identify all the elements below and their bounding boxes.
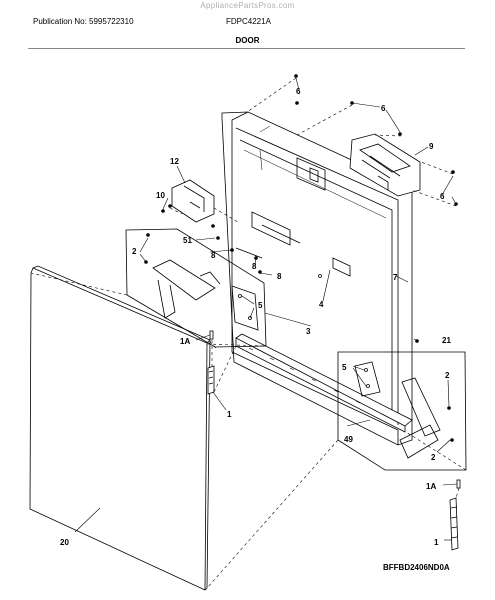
dashed-leader-lines [30,77,467,589]
callout-1a-upper: 1A [180,337,190,346]
handle-pin-lower [449,497,459,551]
callout-1a-lower: 1A [426,482,436,491]
callout-8-b: 8 [252,262,257,271]
callout-6-mid: 6 [381,104,386,113]
latch-assembly [171,179,215,223]
callout-3: 3 [306,327,311,336]
callout-1-lower: 1 [434,538,439,547]
pin-1a-lower [456,479,461,489]
callout-leaders [74,77,458,541]
callout-4: 4 [319,300,324,309]
callout-1-upper: 1 [227,410,232,419]
callout-8-a: 8 [211,251,216,260]
inner-door-panel [221,111,413,446]
callout-5-right: 5 [342,363,347,372]
callout-20: 20 [60,538,69,547]
callout-6-right: 6 [440,192,445,201]
callout-5-left: 5 [258,301,263,310]
callout-6-top: 6 [296,87,301,96]
diagram-code: BFFBD2406ND0A [383,563,450,572]
dispenser-assembly [349,133,421,197]
pin-1a-upper [209,330,214,340]
header-rule [28,48,465,49]
callout-51: 51 [183,236,192,245]
callout-12: 12 [170,157,179,166]
callout-8-c: 8 [277,272,282,281]
callout-21: 21 [442,336,451,345]
publication-number: Publication No: 5995722310 [33,17,134,26]
callout-7: 7 [393,273,398,282]
model-number: FDPC4221A [226,17,271,26]
callout-9: 9 [429,142,434,151]
callout-49: 49 [344,435,353,444]
callout-2-left: 2 [132,247,137,256]
right-hinge-box [337,351,467,471]
section-title: DOOR [235,36,260,45]
handle-pin-upper [207,365,215,395]
callout-2-right-bottom: 2 [431,453,436,462]
callout-10: 10 [156,191,165,200]
gasket-strip [235,333,413,433]
outer-door-panel [29,265,211,591]
site-watermark: AppliancePartsPros.com [200,1,295,10]
callout-2-right-top: 2 [445,371,450,380]
